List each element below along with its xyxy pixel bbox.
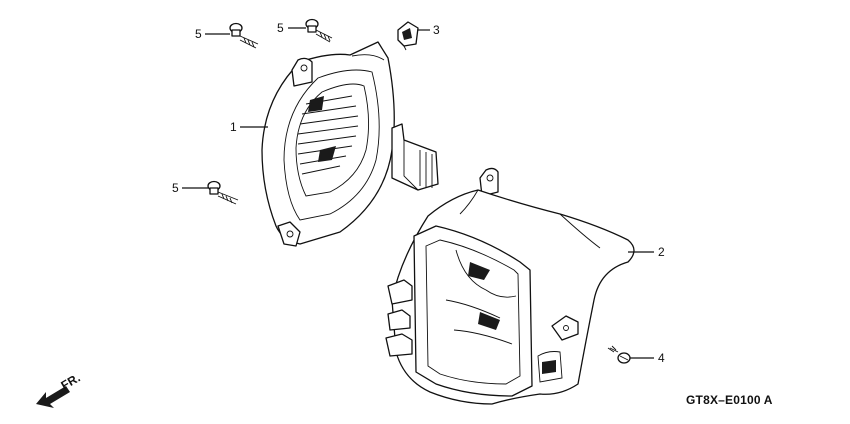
callout-5-left: 5 (172, 181, 179, 195)
tapping-screw-part (607, 345, 631, 364)
callout-2: 2 (658, 245, 665, 259)
flange-bolt-part (207, 18, 333, 205)
front-direction-arrow: FR. (36, 371, 83, 408)
callout-4: 4 (658, 351, 665, 365)
clip-nut-part (397, 21, 419, 51)
callout-3: 3 (433, 23, 440, 37)
callout-1: 1 (230, 120, 237, 134)
callout-5-top-left: 5 (195, 27, 202, 41)
engine-cowl-part (385, 167, 635, 405)
callout-5-top-middle: 5 (277, 21, 284, 35)
diagram-code: GT8X–E0100 A (686, 393, 773, 407)
fan-shroud-part (261, 41, 439, 247)
callout-leaders (182, 27, 654, 359)
